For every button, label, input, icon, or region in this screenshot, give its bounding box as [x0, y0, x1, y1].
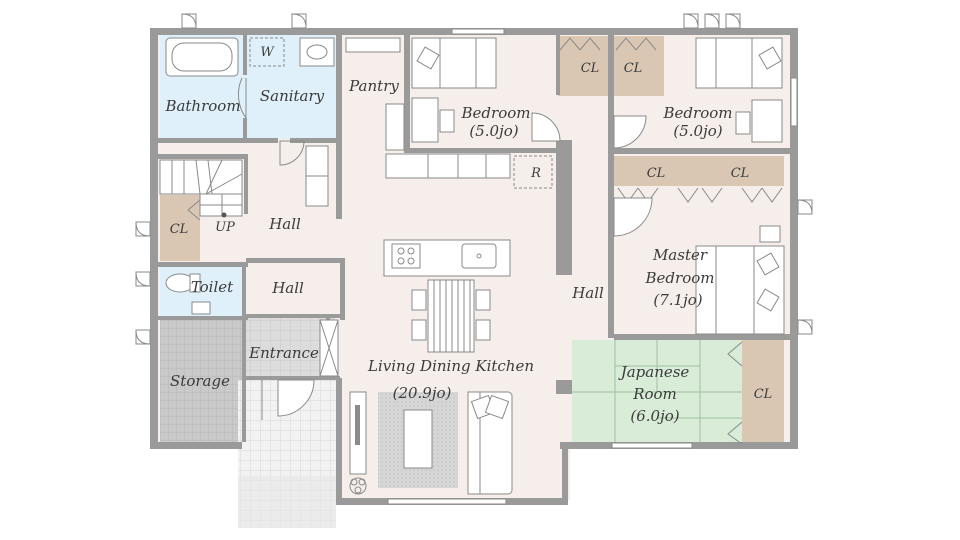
master-closet-strip [614, 156, 784, 186]
label-japanese-size: (6.0jo) [630, 407, 679, 425]
label-closet-bedroom1: CL [581, 61, 600, 76]
wall-bedroom1-east-column [556, 140, 572, 275]
wall-ldk-east-lower [562, 442, 568, 502]
wall-bedroom2-south [614, 148, 792, 154]
label-master-size: (7.1jo) [653, 291, 702, 309]
kitchen-back-counter [385, 153, 511, 179]
window-bedroom2 [790, 77, 798, 127]
kitchen-island [383, 239, 511, 277]
label-closet-stair: CL [170, 222, 189, 237]
washer-space [249, 37, 285, 67]
label-bedroom1-name: Bedroom [461, 104, 531, 122]
japanese-closet [742, 340, 784, 444]
label-bedroom2-size: (5.0jo) [673, 122, 722, 140]
bedroom1-bed [411, 37, 497, 89]
label-bedroom2-name: Bedroom [663, 104, 733, 122]
wall-center-spine [608, 35, 614, 338]
label-pantry: Pantry [348, 77, 399, 95]
tv [355, 405, 360, 445]
wall-master-south [614, 334, 792, 340]
wall-east [790, 28, 798, 448]
wall-bath-sanitary-a [243, 35, 247, 75]
wall-stair-north [158, 154, 248, 159]
label-master-line2: Bedroom [645, 269, 715, 287]
label-closet-japanese: CL [754, 387, 773, 402]
label-washer: W [260, 45, 275, 60]
label-closet-master-a: CL [647, 166, 666, 181]
wall-bedroom1-south [404, 148, 556, 153]
label-bedroom1-size: (5.0jo) [469, 122, 518, 140]
sofa [467, 391, 513, 495]
label-ldk-size: (20.9jo) [393, 384, 452, 402]
label-hall-right: Hall [571, 284, 604, 302]
label-fridge: R [530, 166, 541, 181]
wall-south-west [150, 442, 242, 449]
bedroom1-desk [411, 97, 455, 143]
dining-table [411, 279, 491, 353]
plant [349, 477, 367, 495]
porch-steps [238, 476, 336, 528]
label-japanese-line1: Japanese [618, 363, 690, 381]
wall-sanitary-south [290, 138, 338, 143]
wall-bath-sanitary-b [243, 118, 247, 140]
wall-toilet-east [242, 262, 246, 320]
bedroom2-bed [695, 37, 783, 89]
wall-entrance-south [246, 376, 340, 380]
label-japanese-line2: Room [632, 385, 677, 403]
nightstand [759, 225, 781, 243]
storage-floor [160, 318, 242, 442]
toilet-bowl [165, 273, 211, 315]
wall-hall-east [336, 143, 342, 219]
exterior-vents [135, 13, 813, 345]
bedroom1-closet [558, 36, 610, 96]
window-ldk-south [387, 498, 507, 505]
tatami-mat-lines [572, 340, 742, 444]
vanity-basin [306, 44, 328, 60]
label-closet-master-b: CL [731, 166, 750, 181]
window-japanese [611, 442, 693, 449]
wall-hall2-north [246, 258, 344, 263]
wall-storage-east [242, 318, 246, 442]
wall-hall2-east [340, 258, 345, 320]
label-up: UP [215, 220, 235, 235]
wall-cl1-west [556, 35, 560, 95]
stair-arrow-dot [221, 212, 227, 218]
label-sanitary: Sanitary [260, 87, 325, 105]
wall-ldk-west-lower [336, 378, 342, 505]
pantry-unit [385, 103, 405, 151]
coffee-table [403, 409, 433, 469]
wall-entrance-north [246, 314, 344, 318]
label-ldk-name: Living Dining Kitchen [367, 357, 534, 375]
label-toilet: Toilet [191, 278, 234, 296]
wall-pantry-bedroom [404, 35, 410, 153]
wall-stair-east [244, 154, 248, 214]
label-bathroom: Bathroom [164, 97, 240, 115]
master-bed [695, 245, 785, 335]
door-swings [237, 77, 653, 420]
window-bedroom1 [451, 28, 505, 35]
wall-toilet-south [158, 316, 248, 320]
bathtub [165, 37, 239, 77]
wall-toilet-north [158, 262, 248, 267]
label-entrance: Entrance [248, 344, 319, 362]
wall-bath-south [158, 138, 278, 143]
label-storage: Storage [170, 372, 230, 390]
label-master-line1: Master [652, 246, 708, 264]
staircase [159, 159, 243, 217]
pantry-shelf [345, 37, 401, 53]
room-labels: Bathroom Sanitary W Pantry Bedroom (5.0j… [164, 45, 772, 425]
label-hall-upper: Hall [268, 215, 301, 233]
wall-west [150, 28, 158, 448]
label-hall-lower: Hall [271, 279, 304, 297]
bedroom2-desk [735, 99, 783, 143]
wall-column-ldk [556, 380, 572, 394]
windows [387, 28, 798, 505]
vanity [299, 37, 335, 67]
wall-sanitary-east [336, 35, 342, 143]
label-closet-bedroom2: CL [624, 61, 643, 76]
